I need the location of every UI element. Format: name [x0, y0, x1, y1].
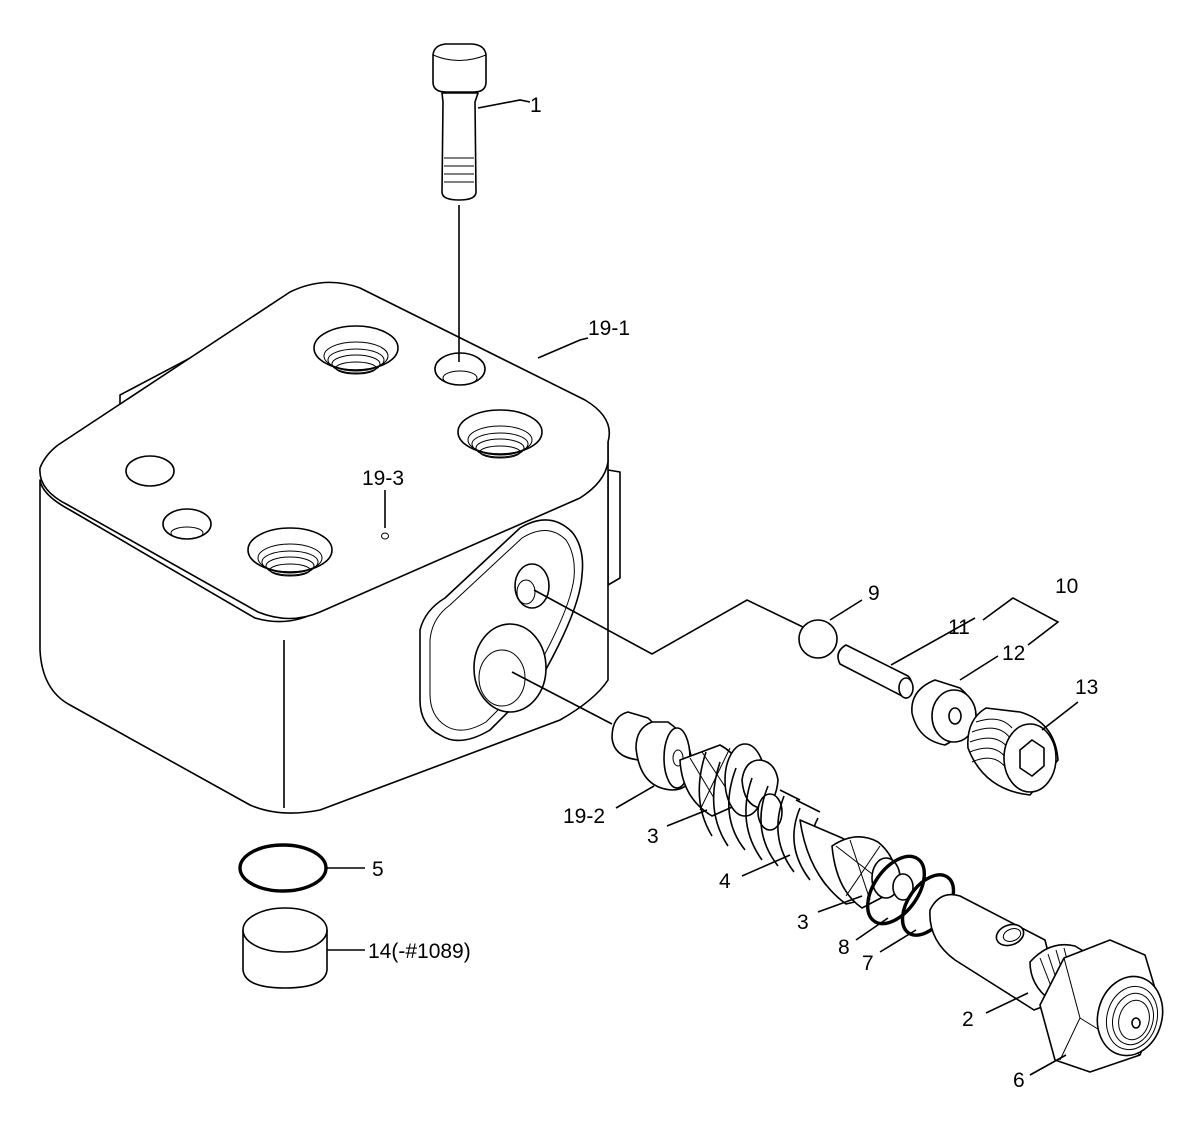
socket-head-bolt	[432, 43, 487, 362]
label-kit: 10	[1055, 575, 1078, 598]
spring	[698, 751, 827, 886]
cap	[242, 907, 328, 989]
threaded-cap-plug	[967, 707, 1059, 796]
pin	[837, 644, 914, 699]
label-ball: 9	[868, 582, 880, 605]
label-cap-plug: 13	[1075, 676, 1098, 699]
valve-seat	[611, 711, 693, 791]
label-plug-small: 19-3	[362, 467, 404, 490]
spacer	[911, 679, 977, 746]
hex-nut	[1039, 939, 1164, 1073]
check-ball	[798, 619, 838, 659]
label-poppet-lower: 3	[797, 911, 809, 934]
label-spring: 4	[719, 870, 731, 893]
label-pin: 11	[948, 616, 970, 639]
o-ring-bottom	[238, 843, 328, 893]
label-o-ring-bottom: 5	[372, 858, 384, 881]
label-spacer: 12	[1002, 642, 1025, 665]
label-valve-body: 2	[962, 1008, 974, 1031]
poppet-upper	[679, 743, 783, 831]
label-housing: 19-1	[588, 317, 630, 340]
label-hex-nut: 6	[1013, 1069, 1025, 1092]
housing-block	[39, 281, 621, 814]
assembly-guide-lines	[511, 589, 806, 725]
label-o-ring-small: 7	[862, 952, 874, 975]
leader-lines	[326, 99, 1079, 1076]
label-poppet-upper: 3	[647, 825, 659, 848]
poppet-lower	[799, 819, 914, 909]
o-ring-large	[866, 854, 926, 926]
label-seat: 19-2	[563, 805, 605, 828]
label-cap: 14(-#1089)	[368, 940, 471, 963]
label-o-ring-large: 8	[838, 936, 850, 959]
label-bolt: 1	[530, 94, 542, 117]
